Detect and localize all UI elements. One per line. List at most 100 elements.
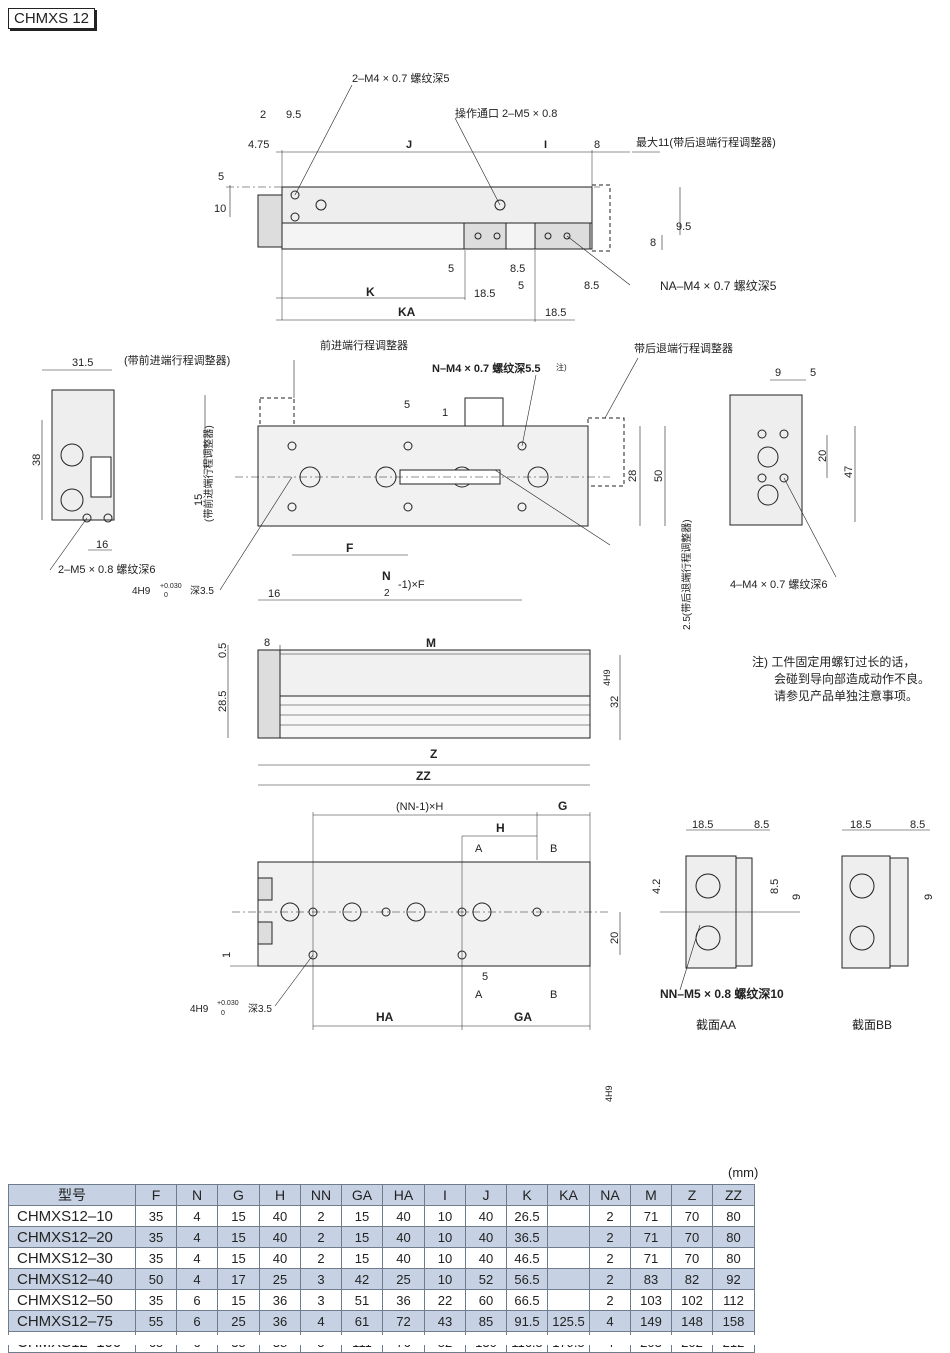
table-cell: 36 (382, 1289, 425, 1311)
rear-vert-label: 2.5(带后退端行程调整器) (680, 519, 693, 630)
dim-label: 16 (96, 539, 108, 551)
note-line: 请参见产品单独注意事项。 (774, 689, 919, 703)
column-header: G (217, 1184, 260, 1206)
column-header: HA (382, 1184, 425, 1206)
table-cell: 36 (259, 1289, 301, 1311)
column-header: N (176, 1184, 218, 1206)
drawing-title: CHMXS 12 (8, 8, 96, 29)
column-header: NA (589, 1184, 631, 1206)
table-cell: 15 (341, 1226, 383, 1248)
dim-label: F (346, 541, 353, 555)
section-marker: B (550, 843, 557, 855)
table-cell (547, 1268, 590, 1290)
section-aa (660, 829, 800, 991)
section-marker: B (550, 989, 557, 1001)
hole-tol-lo: 0 (221, 1010, 225, 1017)
column-header: K (506, 1184, 548, 1206)
table-cell: 17 (217, 1268, 260, 1290)
table-cell: 71 (630, 1205, 672, 1227)
column-header: ZZ (712, 1184, 755, 1206)
table-cell: 3 (300, 1268, 342, 1290)
table-cell: 52 (465, 1268, 507, 1290)
table-cell: 43 (424, 1310, 466, 1332)
table-cell: 40 (259, 1226, 301, 1248)
column-header: F (135, 1184, 177, 1206)
dim-label: 16 (268, 588, 280, 600)
table-cell: 46.5 (506, 1247, 548, 1269)
section-bb (841, 829, 930, 969)
dim-label: 8.5 (910, 819, 925, 831)
dim-label: 8 (264, 637, 270, 649)
front-view-labels: 31.5 (带前进端行程调整器) 38 16 2–M5 × 0.8 螺纹深6 前… (31, 338, 855, 686)
section-marker: A (475, 989, 483, 1001)
column-header: GA (341, 1184, 383, 1206)
dim-label: 15 (193, 494, 205, 506)
dim-label: I (544, 139, 547, 151)
dim-label: 4.2 (651, 879, 663, 894)
section-caption: 截面BB (852, 1018, 892, 1032)
table-cell: 6 (176, 1289, 218, 1311)
table-cell: 15 (341, 1247, 383, 1269)
model-cell: CHMXS12–30 (8, 1247, 136, 1269)
table-cell: 40 (465, 1247, 507, 1269)
table-cell: 61 (341, 1310, 383, 1332)
dim-label: J (406, 139, 412, 151)
top-view (226, 84, 681, 322)
dim-label: 5 (482, 971, 488, 983)
table-cell: 15 (217, 1205, 260, 1227)
dim-label: 28.5 (217, 691, 229, 712)
model-cell: CHMXS12–20 (8, 1226, 136, 1248)
caution-note: 注) 工件固定用螺钉过长的话， 会碰到导向部造成动作不良。 请参见产品单独注意事… (752, 654, 930, 705)
dim-label: 1 (442, 407, 448, 419)
section-caption: 截面AA (696, 1018, 736, 1032)
side-view-labels: 0.5 8 M 28.5 32 Z ZZ (217, 636, 621, 783)
dim-label: Z (430, 747, 437, 761)
dim-label: 4.75 (248, 139, 269, 151)
column-header: Z (671, 1184, 713, 1206)
table-cell: 2 (589, 1289, 631, 1311)
column-header: M (630, 1184, 672, 1206)
table-cell: 50 (135, 1268, 177, 1290)
table-cell: 2 (300, 1247, 342, 1269)
table-cell: 10 (424, 1247, 466, 1269)
table-cell (547, 1247, 590, 1269)
dim-label: 8 (594, 139, 600, 151)
dim-label: 8 (650, 237, 656, 249)
table-cell: 4 (176, 1226, 218, 1248)
dim-label: 32 (609, 696, 621, 708)
table-cell: 40 (465, 1226, 507, 1248)
dim-label: 9.5 (676, 221, 691, 233)
table-cell: 70 (671, 1247, 713, 1269)
table-cell: 85 (465, 1310, 507, 1332)
note-line: 会碰到导向部造成动作不良。 (774, 672, 931, 686)
bottom-view (230, 812, 621, 1030)
adjuster-note: (带前进端行程调整器) (124, 353, 230, 367)
page-cutoff (0, 1335, 950, 1345)
hole-depth: 深3.5 (190, 585, 214, 597)
bottom-view-labels: (NN-1)×H G H A B 20 1 5 A B HA GA 4H9 +0… (190, 799, 621, 1102)
port-label: 操作通口 2–M5 × 0.8 (455, 106, 557, 120)
dim-label: GA (514, 1010, 532, 1024)
table-cell: 6 (176, 1310, 218, 1332)
hole-label: 4H9 (190, 1004, 209, 1015)
dim-label: 5 (810, 367, 816, 379)
hole-vert-label: 4H9 (604, 1085, 614, 1102)
table-cell: 40 (382, 1205, 425, 1227)
table-cell: 71 (630, 1226, 672, 1248)
dim-label: 8.5 (754, 819, 769, 831)
table-cell: 22 (424, 1289, 466, 1311)
tap-label: 2–M5 × 0.8 螺纹深6 (58, 562, 156, 576)
fwd-vert-label: (带前进端行程调整器) (202, 425, 215, 522)
table-cell: 56.5 (506, 1268, 548, 1290)
n-tap-label: N–M4 × 0.7 螺纹深5.5 (432, 361, 541, 375)
dim-label: 18.5 (545, 307, 566, 319)
table-cell: 10 (424, 1226, 466, 1248)
table-cell: 83 (630, 1268, 672, 1290)
table-cell: 40 (382, 1247, 425, 1269)
column-header: J (465, 1184, 507, 1206)
table-cell: 71 (630, 1247, 672, 1269)
max-label: 最大11(带后退端行程调整器) (636, 135, 776, 149)
table-cell: 36 (259, 1310, 301, 1332)
